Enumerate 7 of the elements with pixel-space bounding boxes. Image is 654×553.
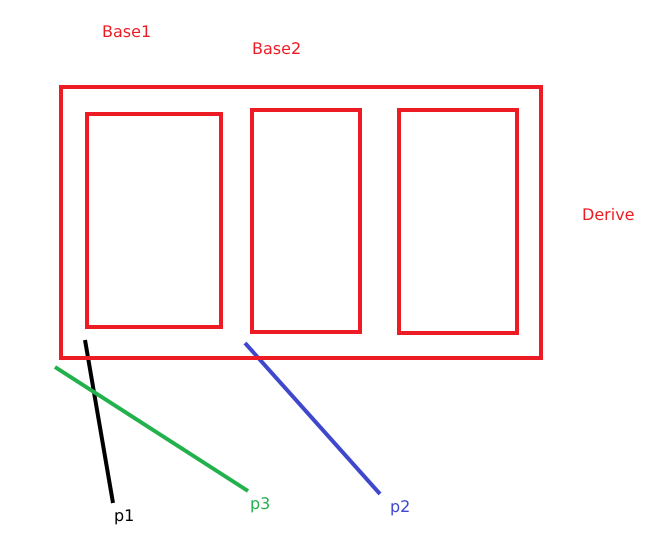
pointer-label: p1 [114, 506, 134, 525]
pointer-label: p3 [250, 494, 270, 513]
box-label: Base2 [252, 39, 302, 58]
pointer-label: p2 [390, 497, 410, 516]
box-label: Derive [582, 205, 634, 224]
box-label: Base1 [102, 22, 152, 41]
member-box [397, 108, 519, 335]
